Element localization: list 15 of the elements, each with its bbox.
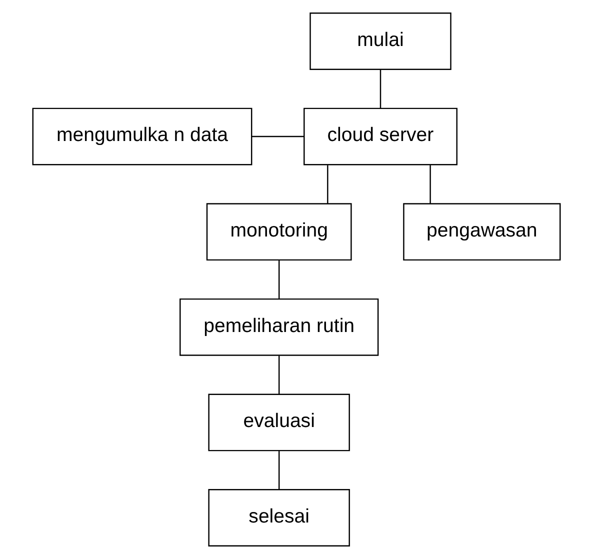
node-box: selesai [208, 489, 350, 546]
node-box: pemeliharan rutin [179, 298, 378, 356]
connector [278, 260, 280, 299]
connector [429, 165, 430, 204]
connector [278, 451, 280, 490]
node-box: cloud server [303, 108, 457, 166]
node-box: evaluasi [208, 394, 350, 452]
node-box: pengawasan [402, 203, 560, 261]
node-box: monotoring [206, 203, 352, 261]
connector [379, 70, 381, 108]
connector [326, 165, 328, 204]
node-box: mengumulka n data [32, 108, 252, 166]
connector [251, 136, 304, 138]
connector [278, 356, 280, 394]
node-box: mulai [309, 12, 451, 70]
